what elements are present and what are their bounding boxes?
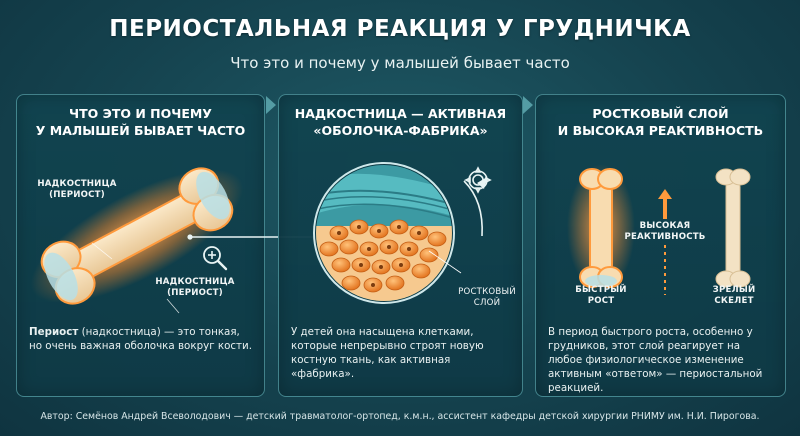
mature-skeleton-label: ЗРЕЛЫЙ СКЕЛЕТ <box>698 285 770 307</box>
panel-3-title: РОСТКОВЫЙ СЛОЙ И ВЫСОКАЯ РЕАКТИВНОСТЬ <box>536 105 785 139</box>
page-subtitle: Что это и почему у малышей бывает часто <box>230 54 570 72</box>
mature-skeleton-label-line-2: СКЕЛЕТ <box>714 296 754 306</box>
growth-layer-label-line-1: РОСТКОВЫЙ <box>458 287 516 297</box>
panel-what-is-it: ЧТО ЭТО И ПОЧЕМУ У МАЛЫШЕЙ БЫВАЕТ ЧАСТО <box>16 94 265 397</box>
panel-3-title-line-1: РОСТКОВЫЙ СЛОЙ <box>592 106 729 121</box>
growth-layer-label: РОСТКОВЫЙ СЛОЙ <box>455 287 519 309</box>
author-footer: Автор: Семёнов Андрей Всеволодович — дет… <box>40 411 760 422</box>
down-dashes-decoration <box>664 245 666 295</box>
up-arrow-icon <box>658 189 672 219</box>
panel-1-title: ЧТО ЭТО И ПОЧЕМУ У МАЛЫШЕЙ БЫВАЕТ ЧАСТО <box>17 105 264 139</box>
periosteum-cells-illustration <box>313 162 487 304</box>
panel-2-title-line-1: НАДКОСТНИЦА — АКТИВНАЯ <box>294 106 507 121</box>
fast-growth-label-line-2: РОСТ <box>587 296 615 306</box>
panel-2-description: У детей она насыщена клетками, которые н… <box>291 326 484 380</box>
periosteum-label-top-line-1: НАДКОСТНИЦА <box>37 179 117 189</box>
panel-1-title-line-1: ЧТО ЭТО И ПОЧЕМУ <box>69 106 212 121</box>
mature-bone-illustration <box>715 168 751 288</box>
fast-growth-label: БЫСТРЫЙ РОСТ <box>566 285 636 307</box>
high-reactivity-label-line-2: РЕАКТИВНОСТЬ <box>624 232 706 242</box>
growth-layer-label-line-2: СЛОЙ <box>473 298 501 308</box>
bone-illustration <box>30 167 244 314</box>
periosteum-label-bottom: НАДКОСТНИЦА (ПЕРИОСТ) <box>145 277 245 299</box>
page-title: ПЕРИОСТАЛЬНАЯ РЕАКЦИЯ У ГРУДНИЧКА <box>109 16 691 42</box>
magnifier-plus-icon <box>203 246 228 271</box>
young-bone-illustration <box>567 164 635 292</box>
high-reactivity-label-line-1: ВЫСОКАЯ <box>639 221 691 231</box>
periosteum-label-top: НАДКОСТНИЦА (ПЕРИОСТ) <box>37 179 117 201</box>
chevron-right-icon <box>523 96 533 114</box>
panel-2-title-line-2: «ОБОЛОЧКА-ФАБРИКА» <box>313 123 488 138</box>
mature-skeleton-label-line-1: ЗРЕЛЫЙ <box>712 285 756 295</box>
periosteum-label-top-line-2: (ПЕРИОСТ) <box>49 190 105 200</box>
periosteum-label-bottom-line-2: (ПЕРИОСТ) <box>167 288 223 298</box>
panel-3-title-line-2: И ВЫСОКАЯ РЕАКТИВНОСТЬ <box>557 123 764 138</box>
fast-growth-label-line-1: БЫСТРЫЙ <box>575 285 627 295</box>
panel-1-description-bold: Периост <box>29 326 79 338</box>
panel-1-description-rest: (надкостница) — это тонкая, но очень важ… <box>29 326 253 352</box>
periosteum-label-bottom-line-1: НАДКОСТНИЦА <box>155 277 235 287</box>
panel-1-title-line-2: У МАЛЫШЕЙ БЫВАЕТ ЧАСТО <box>35 123 246 138</box>
chevron-right-icon <box>266 96 276 114</box>
panel-3-description: В период быстрого роста, особенно у груд… <box>548 326 763 394</box>
gear-icon <box>464 166 492 194</box>
panel-1-description: Периост (надкостница) — это тонкая, но о… <box>29 325 254 353</box>
panel-growth-layer: РОСТКОВЫЙ СЛОЙ И ВЫСОКАЯ РЕАКТИВНОСТЬ ВЫ… <box>535 94 786 397</box>
high-reactivity-label: ВЫСОКАЯ РЕАКТИВНОСТЬ <box>624 221 706 243</box>
panel-2-title: НАДКОСТНИЦА — АКТИВНАЯ «ОБОЛОЧКА-ФАБРИКА… <box>279 105 522 139</box>
panel-factory-shell: НАДКОСТНИЦА — АКТИВНАЯ «ОБОЛОЧКА-ФАБРИКА… <box>278 94 523 397</box>
